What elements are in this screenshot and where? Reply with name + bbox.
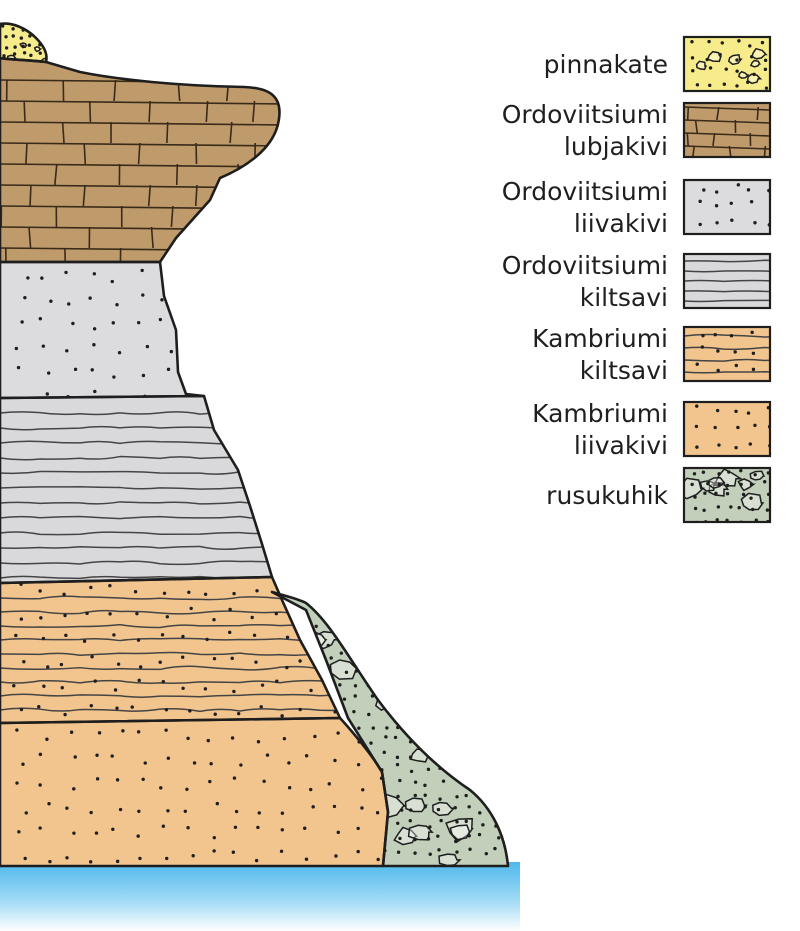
legend-label-line: Ordoviitsiumi: [502, 177, 668, 206]
cliff-layers: [0, 23, 508, 866]
legend-item-4: Ordoviitsiumi kiltsavi: [502, 251, 772, 312]
legend-label-line: pinnakate: [544, 50, 668, 79]
layer-scree-outline: [270, 590, 510, 868]
legend-swatch: [684, 180, 770, 234]
layer-clay-grey: [0, 396, 272, 583]
legend-label-line: kiltsavi: [580, 283, 668, 312]
layer-sandstone-cambrian: [0, 718, 388, 866]
legend-item-7: rusukuhik: [546, 466, 772, 524]
water-area: [0, 862, 520, 931]
layer-clay-cambrian: [0, 577, 340, 723]
layer-limestone: [0, 58, 280, 262]
legend-label-line: lubjakivi: [564, 132, 668, 161]
legend-item-1: pinnakate: [544, 35, 772, 93]
legend-item-5: Kambriumi kiltsavi: [532, 324, 772, 385]
legend-item-6: Kambriumi liivakivi: [532, 399, 772, 460]
legend-label-line: rusukuhik: [546, 481, 668, 510]
layer-sandstone-grey: [0, 262, 204, 398]
legend-label-line: Kambriumi: [532, 324, 668, 353]
layer-scree: [272, 592, 508, 866]
layer-limestone-outline: [0, 56, 281, 264]
legend-label-line: Kambriumi: [532, 399, 668, 428]
legend-label-line: liivakivi: [574, 209, 668, 238]
legend-item-3: Ordoviitsiumi liivakivi: [502, 177, 772, 238]
layer-outlines: [0, 22, 510, 868]
legend-label-line: liivakivi: [574, 431, 668, 460]
legend-item-2: Ordoviitsiumi lubjakivi: [502, 100, 772, 161]
legend-label-line: kiltsavi: [580, 356, 668, 385]
legend-label-line: Ordoviitsiumi: [502, 100, 668, 129]
legend: pinnakateOrdoviitsiumilubjakiviOrdoviits…: [502, 35, 772, 524]
legend-label-line: Ordoviitsiumi: [502, 251, 668, 280]
